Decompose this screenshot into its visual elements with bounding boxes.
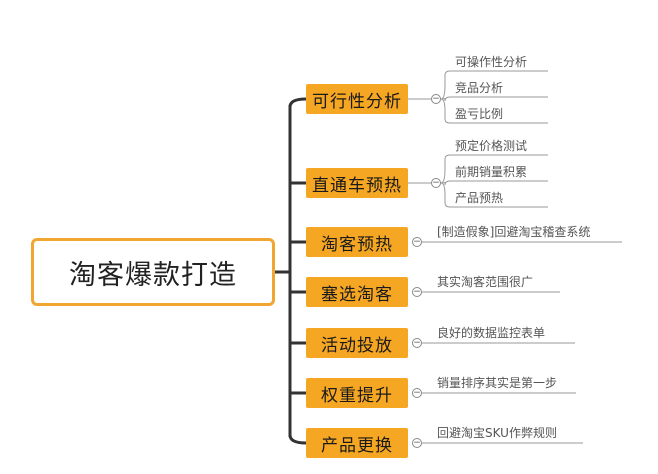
branch-topic-label: 塞选淘客 (321, 284, 393, 305)
collapse-toggle-6[interactable]: − (412, 388, 422, 398)
branch-topic-label: 活动投放 (321, 335, 393, 356)
leaf-connector-1-2 (440, 96, 548, 102)
branch-topic-label: 淘客预热 (321, 234, 393, 255)
branch-topic-label: 直通车预热 (312, 175, 402, 196)
leaf-topic-2-2[interactable]: 前期销量积累 (455, 165, 528, 179)
leaf-topic-1-1[interactable]: 可操作性分析 (455, 55, 528, 69)
leaf-topic-3-1[interactable]: [制造假象]回避淘宝稽查系统 (437, 225, 591, 239)
collapse-toggle-1[interactable]: − (431, 94, 441, 104)
leaf-topic-4-1[interactable]: 其实淘客范围很广 (437, 275, 534, 289)
branch-topic-5[interactable]: 活动投放 (306, 328, 408, 358)
leaf-topic-2-3[interactable]: 产品预热 (455, 191, 504, 205)
leaf-topic-1-2[interactable]: 竞品分析 (455, 81, 504, 95)
leaf-connector-1-3 (440, 98, 548, 124)
collapse-toggle-7[interactable]: − (412, 438, 422, 448)
leaf-topic-6-1[interactable]: 销量排序其实是第一步 (437, 376, 558, 390)
leaf-topic-5-1[interactable]: 良好的数据监控表单 (437, 326, 546, 340)
collapse-toggle-3[interactable]: − (412, 237, 422, 247)
leaf-connector-2-2 (440, 180, 548, 186)
branch-connector-7 (288, 434, 307, 445)
collapse-toggle-5[interactable]: − (412, 338, 422, 348)
branch-topic-6[interactable]: 权重提升 (306, 378, 408, 408)
branch-topic-label: 产品更换 (321, 435, 393, 456)
leaf-topic-1-3[interactable]: 盈亏比例 (455, 107, 504, 121)
branch-topic-label: 可行性分析 (312, 91, 402, 112)
branch-topic-7[interactable]: 产品更换 (306, 428, 408, 458)
root-topic[interactable]: 淘客爆款打造 (31, 238, 275, 306)
branch-topic-1[interactable]: 可行性分析 (306, 84, 408, 114)
branch-topic-label: 权重提升 (321, 385, 393, 406)
leaf-connector-2-1 (440, 154, 548, 184)
branch-connector-1 (288, 97, 307, 108)
branch-topic-2[interactable]: 直通车预热 (306, 168, 408, 198)
collapse-toggle-4[interactable]: − (412, 287, 422, 297)
leaf-topic-2-1[interactable]: 预定价格测试 (455, 139, 528, 153)
leaf-connector-2-3 (440, 182, 548, 208)
root-topic-label: 淘客爆款打造 (69, 259, 237, 291)
leaf-connector-1-1 (440, 70, 548, 100)
collapse-toggle-2[interactable]: − (431, 178, 441, 188)
branch-topic-3[interactable]: 淘客预热 (306, 227, 408, 257)
branch-topic-4[interactable]: 塞选淘客 (306, 277, 408, 307)
leaf-topic-7-1[interactable]: 回避淘宝SKU作弊规则 (437, 426, 557, 440)
